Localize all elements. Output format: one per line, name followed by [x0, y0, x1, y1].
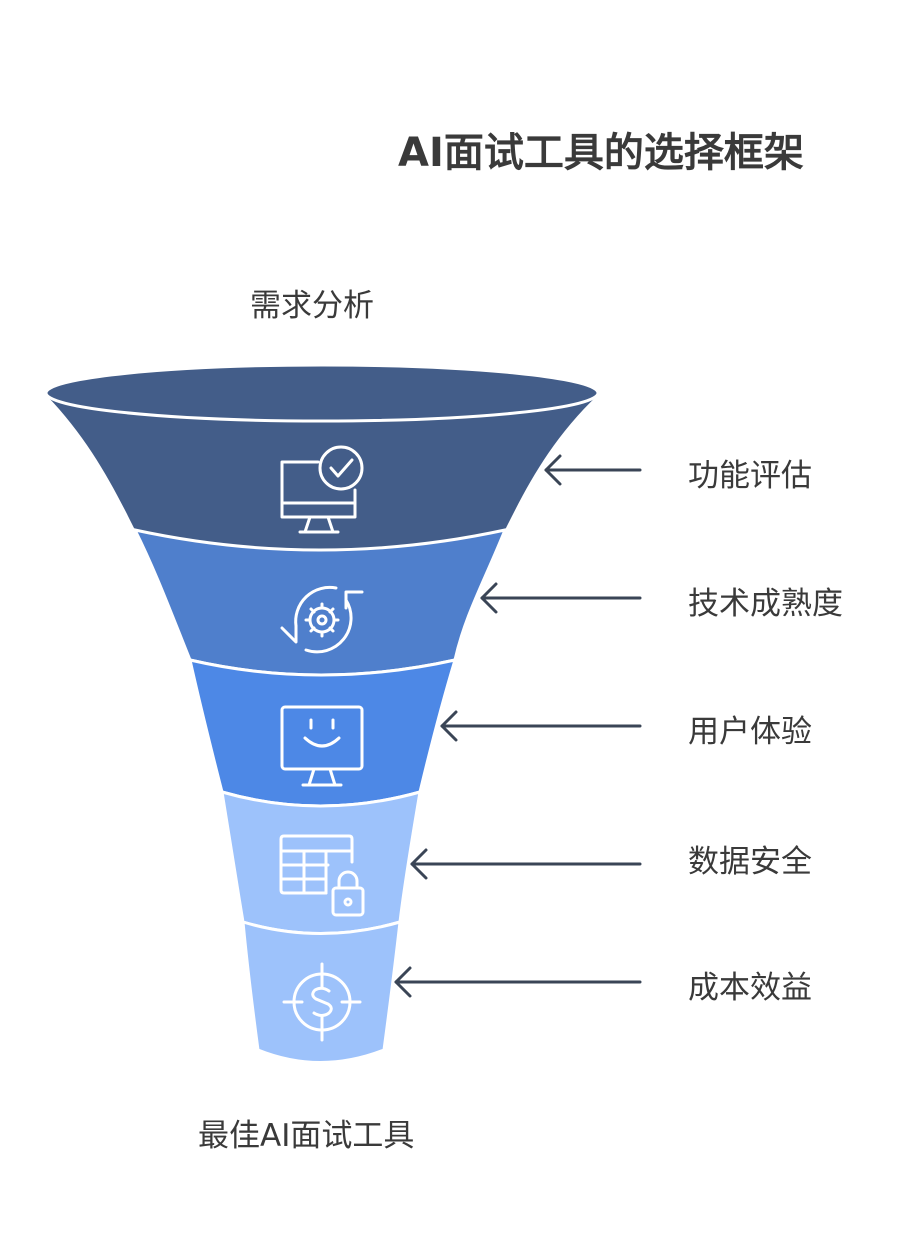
- arrow-5: [394, 966, 642, 998]
- dollar-target-icon: [282, 962, 362, 1042]
- funnel-top-label: 需求分析: [250, 288, 374, 324]
- stage-label-5: 成本效益: [688, 970, 812, 1006]
- table-lock-icon: [279, 834, 365, 917]
- funnel-stage-1: [44, 363, 600, 550]
- stage-label-3: 用户体验: [688, 714, 812, 750]
- stage-label-1: 功能评估: [688, 458, 812, 494]
- stage-label-2: 技术成熟度: [688, 586, 843, 622]
- funnel-bottom-label: 最佳AI面试工具: [198, 1118, 415, 1154]
- arrow-3: [440, 710, 642, 742]
- diagram-title: AI面试工具的选择框架: [398, 130, 804, 176]
- stage-label-4: 数据安全: [688, 844, 812, 880]
- arrow-1: [544, 454, 642, 486]
- funnel-stage-4: [220, 789, 422, 935]
- monitor-check-icon: [280, 445, 364, 534]
- monitor-smile-icon: [280, 705, 364, 787]
- funnel-stage-5: [241, 919, 402, 1064]
- arrow-4: [410, 848, 642, 880]
- funnel-stage-2: [132, 527, 508, 677]
- arrow-2: [480, 582, 642, 614]
- gear-refresh-icon: [280, 585, 364, 654]
